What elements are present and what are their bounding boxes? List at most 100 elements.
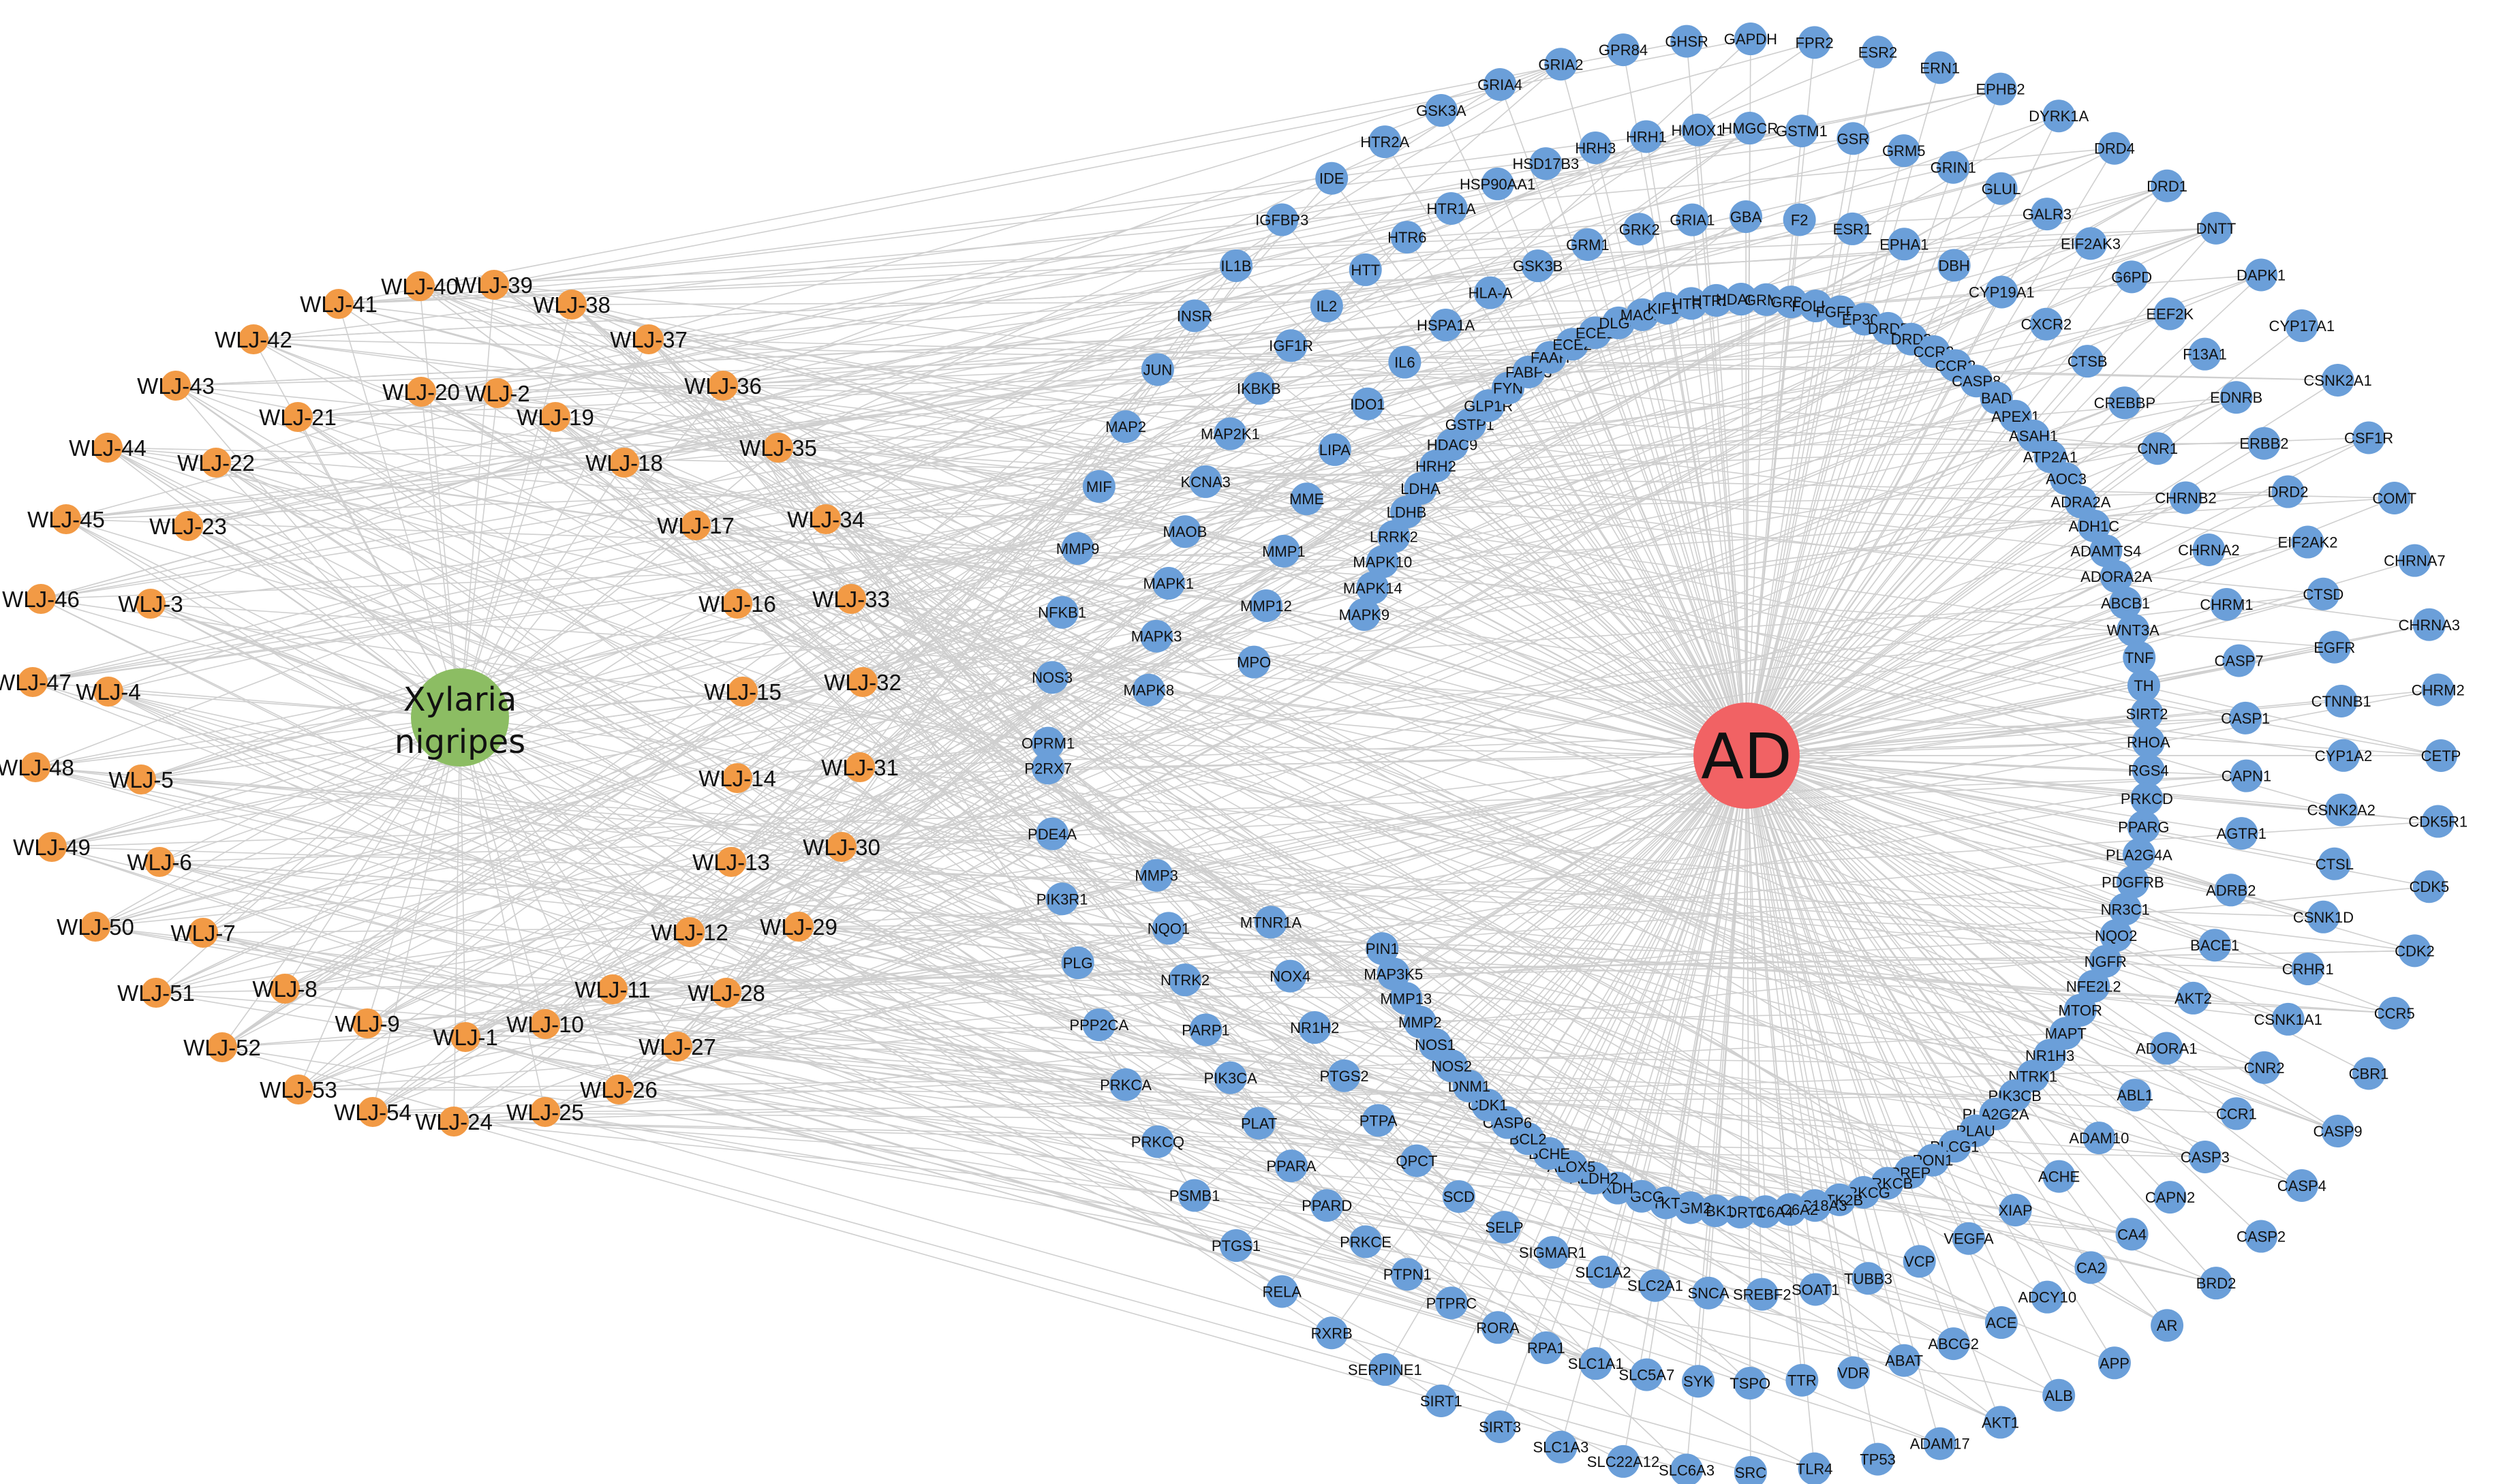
compound-node-wlj-32[interactable]: WLJ-32 [824, 667, 902, 697]
compound-node-wlj-5[interactable]: WLJ-5 [108, 764, 174, 794]
target-node-mtnr1a[interactable]: MTNR1A [1240, 906, 1302, 939]
target-node-plg[interactable]: PLG [1061, 946, 1094, 979]
target-node-casp1[interactable]: CASP1 [2221, 701, 2270, 735]
target-node-gria1[interactable]: GRIA1 [1670, 203, 1715, 236]
target-node-ccr3[interactable]: CCR3 [1914, 335, 1954, 368]
target-node-tspo[interactable]: TSPO [1730, 1366, 1770, 1400]
target-node-syk[interactable]: SYK [1682, 1365, 1715, 1398]
target-node-hla-a[interactable]: HLA-A [1469, 276, 1513, 309]
target-node-csnk1a1[interactable]: CSNK1A1 [2254, 1002, 2322, 1036]
target-node-rora[interactable]: RORA [1476, 1311, 1520, 1344]
target-node-casp3[interactable]: CASP3 [2181, 1140, 2230, 1173]
target-node-ptgs1[interactable]: PTGS1 [1212, 1229, 1261, 1263]
target-node-maob[interactable]: MAOB [1163, 515, 1208, 548]
target-node-mapk10[interactable]: MAPK10 [1353, 545, 1412, 578]
target-node-wnt3a[interactable]: WNT3A [2107, 613, 2160, 647]
target-node-map2[interactable]: MAP2 [1105, 410, 1146, 444]
target-node-slc1a3[interactable]: SLC1A3 [1533, 1430, 1588, 1464]
target-node-mapk8[interactable]: MAPK8 [1124, 673, 1175, 707]
target-node-akt1[interactable]: AKT1 [1982, 1406, 2019, 1439]
target-node-cyp17a1[interactable]: CYP17A1 [2269, 309, 2335, 343]
target-node-selp[interactable]: SELP [1485, 1211, 1524, 1244]
compound-node-wlj-44[interactable]: WLJ-44 [69, 433, 147, 463]
compound-node-wlj-4[interactable]: WLJ-4 [76, 677, 141, 707]
target-node-cyp1a2[interactable]: CYP1A2 [2315, 739, 2372, 772]
target-node-pik3ca[interactable]: PIK3CA [1204, 1061, 1258, 1094]
target-node-mmp2[interactable]: MMP2 [1398, 1005, 1442, 1038]
target-node-chrm2[interactable]: CHRM2 [2412, 673, 2465, 707]
compound-node-wlj-33[interactable]: WLJ-33 [812, 584, 890, 614]
target-node-tlr4[interactable]: TLR4 [1796, 1452, 1833, 1484]
target-node-alb[interactable]: ALB [2042, 1378, 2076, 1412]
compound-node-wlj-2[interactable]: WLJ-2 [465, 378, 530, 408]
target-node-ptpa[interactable]: PTPA [1359, 1104, 1398, 1137]
compound-node-wlj-10[interactable]: WLJ-10 [506, 1009, 584, 1039]
target-node-nr3c1[interactable]: NR3C1 [2101, 893, 2150, 926]
compound-node-wlj-30[interactable]: WLJ-30 [803, 832, 880, 862]
target-node-gpr84[interactable]: GPR84 [1599, 33, 1648, 67]
target-node-ednrb[interactable]: EDNRB [2210, 381, 2262, 414]
compound-node-wlj-7[interactable]: WLJ-7 [170, 918, 236, 948]
target-node-soat1[interactable]: SOAT1 [1792, 1273, 1840, 1306]
target-node-srebf2[interactable]: SREBF2 [1733, 1278, 1792, 1311]
compound-node-wlj-52[interactable]: WLJ-52 [183, 1032, 261, 1062]
target-node-eif2ak3[interactable]: EIF2AK3 [2061, 227, 2121, 260]
target-node-sirt3[interactable]: SIRT3 [1479, 1410, 1521, 1444]
target-node-adam17[interactable]: ADAM17 [1910, 1427, 1970, 1460]
target-node-il2[interactable]: IL2 [1310, 290, 1343, 323]
target-node-csnk1d[interactable]: CSNK1D [2293, 900, 2354, 933]
target-node-rhoa[interactable]: RHOA [2127, 725, 2170, 758]
compound-node-wlj-47[interactable]: WLJ-47 [0, 667, 72, 697]
target-node-hsp90aa1[interactable]: HSP90AA1 [1460, 167, 1535, 200]
target-node-hrh1[interactable]: HRH1 [1626, 120, 1667, 153]
target-node-tubb3[interactable]: TUBB3 [1844, 1262, 1892, 1295]
compound-node-wlj-37[interactable]: WLJ-37 [610, 324, 688, 354]
target-node-cnr1[interactable]: CNR1 [2137, 432, 2178, 465]
target-node-ctsl[interactable]: CTSL [2316, 847, 2354, 880]
target-node-capn1[interactable]: CAPN1 [2222, 759, 2271, 792]
target-node-sirt2[interactable]: SIRT2 [2126, 697, 2168, 730]
compound-node-wlj-28[interactable]: WLJ-28 [688, 978, 765, 1008]
compound-node-wlj-18[interactable]: WLJ-18 [585, 448, 663, 478]
compound-node-wlj-26[interactable]: WLJ-26 [580, 1075, 658, 1104]
target-node-ntrk2[interactable]: NTRK2 [1161, 963, 1210, 997]
target-node-ldhb[interactable]: LDHB [1387, 495, 1427, 529]
target-node-vdr[interactable]: VDR [1837, 1356, 1870, 1389]
target-node-egfr[interactable]: EGFR [2314, 630, 2355, 664]
target-node-kcna3[interactable]: KCNA3 [1181, 465, 1231, 498]
compound-node-wlj-49[interactable]: WLJ-49 [13, 832, 91, 862]
target-node-chrna3[interactable]: CHRNA3 [2399, 608, 2460, 641]
target-node-ppara[interactable]: PPARA [1266, 1149, 1317, 1183]
target-node-agtr1[interactable]: AGTR1 [2217, 817, 2266, 850]
target-node-ppard[interactable]: PPARD [1302, 1189, 1352, 1222]
target-node-il6[interactable]: IL6 [1388, 345, 1421, 379]
target-node-abcb1[interactable]: ABCB1 [2101, 587, 2150, 620]
target-node-mmp1[interactable]: MMP1 [1262, 534, 1306, 568]
compound-node-wlj-27[interactable]: WLJ-27 [639, 1032, 716, 1062]
target-node-mpo[interactable]: MPO [1237, 645, 1271, 679]
target-node-tp53[interactable]: TP53 [1860, 1442, 1896, 1476]
target-node-lrrk2[interactable]: LRRK2 [1370, 520, 1418, 553]
target-node-p2rx7[interactable]: P2RX7 [1024, 752, 1072, 785]
target-node-prkcd[interactable]: PRKCD [2121, 782, 2173, 816]
target-node-cdk2[interactable]: CDK2 [2395, 934, 2435, 968]
compound-node-wlj-43[interactable]: WLJ-43 [137, 371, 215, 401]
target-node-pde4a[interactable]: PDE4A [1028, 817, 1077, 850]
target-node-slc1a1[interactable]: SLC1A1 [1568, 1347, 1624, 1380]
target-node-g6pd[interactable]: G6PD [2111, 260, 2152, 294]
target-node-sirt1[interactable]: SIRT1 [1420, 1384, 1462, 1417]
target-node-csnk2a1[interactable]: CSNK2A1 [2303, 363, 2372, 397]
compound-node-wlj-54[interactable]: WLJ-54 [334, 1097, 412, 1127]
target-node-nfkb1[interactable]: NFKB1 [1038, 596, 1086, 629]
target-node-grk2[interactable]: GRK2 [1619, 213, 1660, 246]
target-node-grin1[interactable]: GRIN1 [1931, 151, 1976, 184]
compound-node-wlj-35[interactable]: WLJ-35 [739, 433, 817, 463]
compound-node-wlj-45[interactable]: WLJ-45 [27, 504, 105, 534]
target-node-gstm1[interactable]: GSTM1 [1776, 114, 1828, 148]
target-node-casp4[interactable]: CASP4 [2277, 1169, 2326, 1202]
compound-node-wlj-20[interactable]: WLJ-20 [382, 377, 460, 407]
target-node-rgs4[interactable]: RGS4 [2128, 754, 2169, 787]
target-node-sigmar1[interactable]: SIGMAR1 [1519, 1236, 1586, 1269]
compound-node-wlj-41[interactable]: WLJ-41 [300, 289, 378, 319]
